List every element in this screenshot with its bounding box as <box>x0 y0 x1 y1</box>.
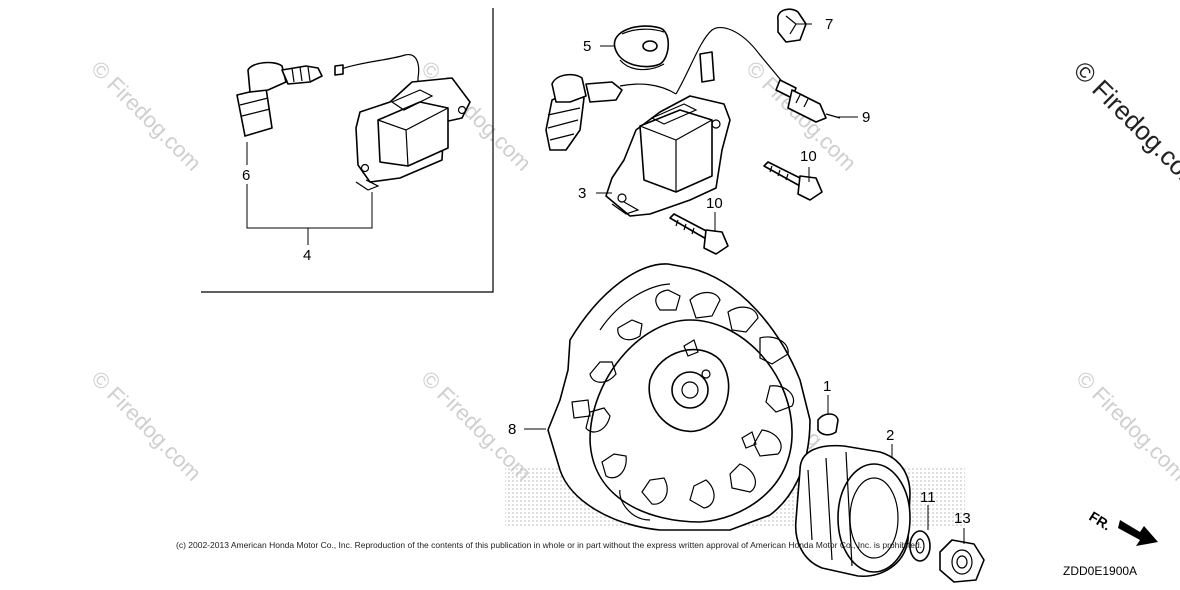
callout-8: 8 <box>508 421 516 438</box>
callout-7: 7 <box>825 16 833 33</box>
front-direction-indicator: FR. <box>1086 508 1158 546</box>
part-5-connector <box>613 25 670 71</box>
callout-4: 4 <box>303 247 311 264</box>
callouts: 6 4 5 3 7 9 10 10 1 2 8 11 13 <box>242 16 971 527</box>
watermark-7: © Firedog.com <box>1071 366 1180 486</box>
leader-lines <box>246 23 965 544</box>
callout-9: 9 <box>862 109 870 126</box>
spark-plug-cap-inset <box>236 61 323 137</box>
watermark-4: © Firedog.com <box>86 366 206 486</box>
part-3-ignition-coil <box>545 26 786 217</box>
part-1-key <box>817 413 839 436</box>
part-2-starter-cup <box>794 444 911 577</box>
front-label: FR. <box>1086 508 1114 534</box>
callout-11: 11 <box>920 489 936 506</box>
part-8-flywheel <box>547 263 811 531</box>
watermark-8: © Firedog.com <box>1068 55 1180 197</box>
callout-10-lower: 10 <box>706 195 723 212</box>
watermark-5: © Firedog.com <box>416 366 536 486</box>
ignition-coil-inset <box>334 54 471 191</box>
bolt-10-lower <box>669 213 729 255</box>
inset-frame <box>201 8 494 293</box>
part-13-nut <box>939 539 985 583</box>
front-arrow-icon <box>1118 520 1158 546</box>
callout-2: 2 <box>886 427 894 444</box>
callout-13: 13 <box>954 510 971 527</box>
bolt-10-upper <box>763 161 823 201</box>
callout-5: 5 <box>583 38 591 55</box>
part-11-washer <box>909 530 931 562</box>
callout-3: 3 <box>578 185 586 202</box>
copyright-notice: (c) 2002-2013 American Honda Motor Co., … <box>176 540 922 550</box>
part-7-clip <box>777 8 807 43</box>
callout-6: 6 <box>242 167 250 184</box>
callout-1: 1 <box>823 378 831 395</box>
diagram-code: ZDD0E1900A <box>1063 564 1137 578</box>
part-9-connector <box>775 79 841 123</box>
watermark-1: © Firedog.com <box>86 56 206 176</box>
callout-10-upper: 10 <box>800 148 817 165</box>
